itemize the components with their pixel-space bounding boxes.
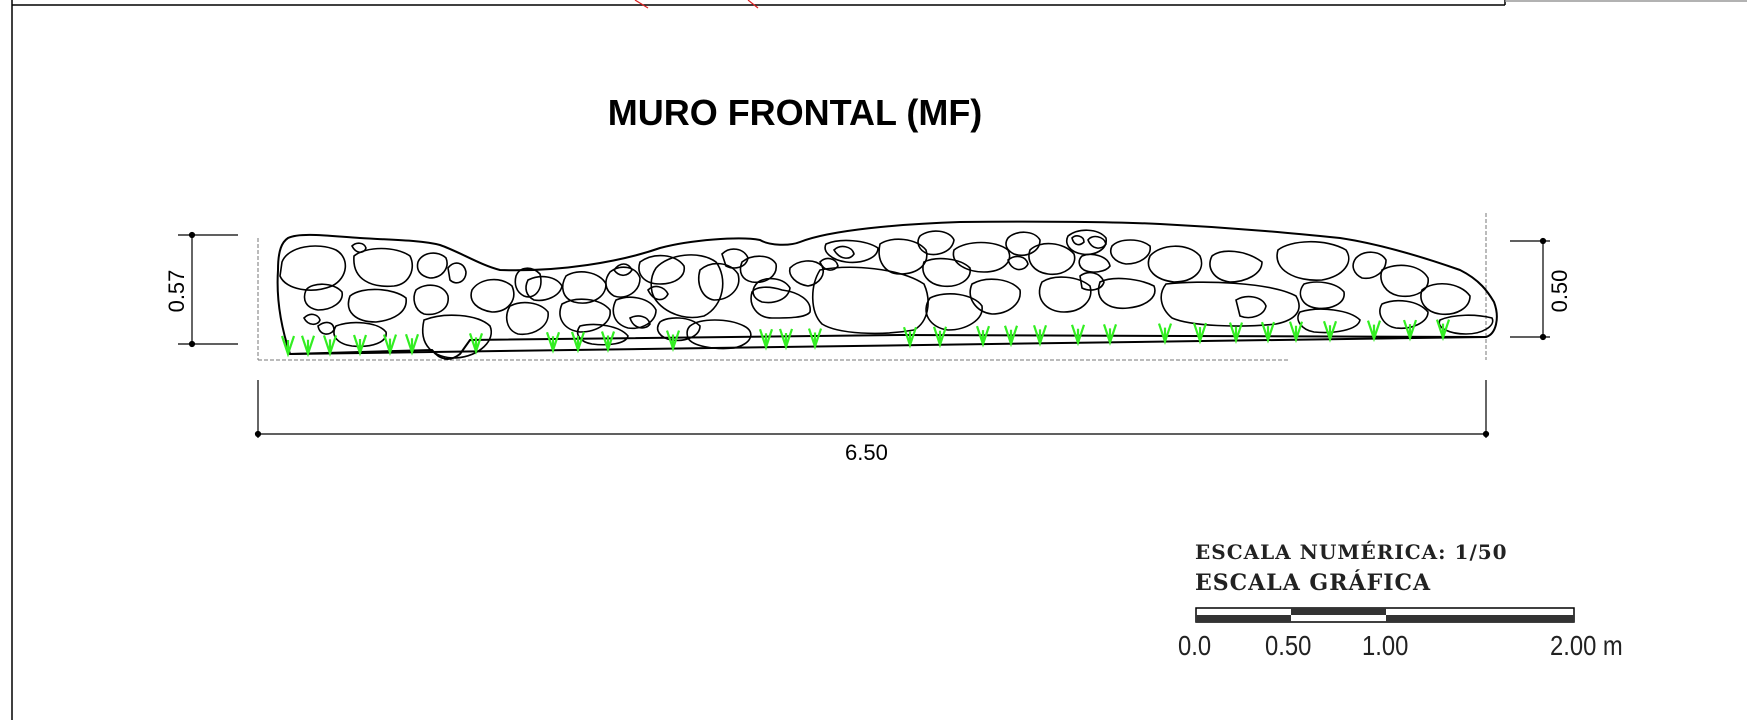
grass-tuft	[975, 325, 991, 348]
stones	[279, 229, 1494, 359]
wall-outline	[276, 220, 1498, 360]
grass-tuft	[1003, 325, 1019, 348]
grass-tuft	[468, 333, 484, 355]
graphic-scale-label: ESCALA GRÁFICA	[1195, 570, 1432, 596]
grass-tuft	[280, 335, 296, 358]
grass-tuft	[1032, 324, 1048, 347]
grass-tuft	[1288, 321, 1304, 344]
grass-tuft	[1070, 324, 1086, 347]
grass-tuft	[545, 331, 561, 354]
numeric-scale-label: ESCALA NUMÉRICA: 1/50	[1195, 540, 1508, 564]
grass-tuft	[352, 334, 368, 357]
grass-tuft	[300, 335, 316, 358]
scale-tick-1: 0.50	[1265, 630, 1312, 661]
red-mark	[634, 0, 759, 9]
drawing-title: MURO FRONTAL (MF)	[607, 92, 983, 133]
dimension-label-right: 0.50	[1547, 269, 1572, 313]
dimension-left	[178, 231, 238, 348]
grass-tuft	[404, 333, 420, 356]
scale-tick-2: 1.00	[1362, 630, 1409, 661]
grass-tuft	[665, 330, 681, 353]
grass-tuft	[1228, 322, 1244, 345]
dimension-right	[1510, 237, 1550, 341]
grass-tuft	[1102, 323, 1118, 346]
grass-tufts	[280, 319, 1451, 358]
sheet-frame	[11, 0, 1747, 720]
grass-tuft	[570, 331, 586, 354]
dimension-label-left: 0.57	[164, 269, 189, 313]
grass-tuft	[1260, 321, 1276, 344]
grass-tuft	[1192, 322, 1208, 345]
dimension-length	[254, 380, 1490, 438]
wall-base	[289, 336, 1487, 355]
grass-tuft	[1366, 320, 1382, 343]
grass-tuft	[1402, 319, 1418, 342]
grass-tuft	[1157, 323, 1173, 346]
grass-tuft	[758, 328, 774, 351]
grass-tuft	[1435, 319, 1451, 342]
grass-tuft	[807, 328, 823, 351]
grass-tuft	[932, 326, 948, 349]
grass-tuft	[600, 331, 616, 353]
dimension-label-length: 6.50	[845, 440, 888, 465]
grass-tuft	[382, 334, 398, 357]
grass-tuft	[902, 326, 918, 349]
grass-tuft	[1322, 320, 1338, 343]
scale-tick-3: 2.00 m	[1550, 630, 1623, 661]
scale-tick-0: 0.0	[1178, 630, 1212, 661]
grass-tuft	[322, 335, 338, 357]
grass-tuft	[778, 328, 794, 351]
graphic-scale-bar	[1195, 607, 1575, 623]
reference-lines	[257, 213, 1487, 361]
